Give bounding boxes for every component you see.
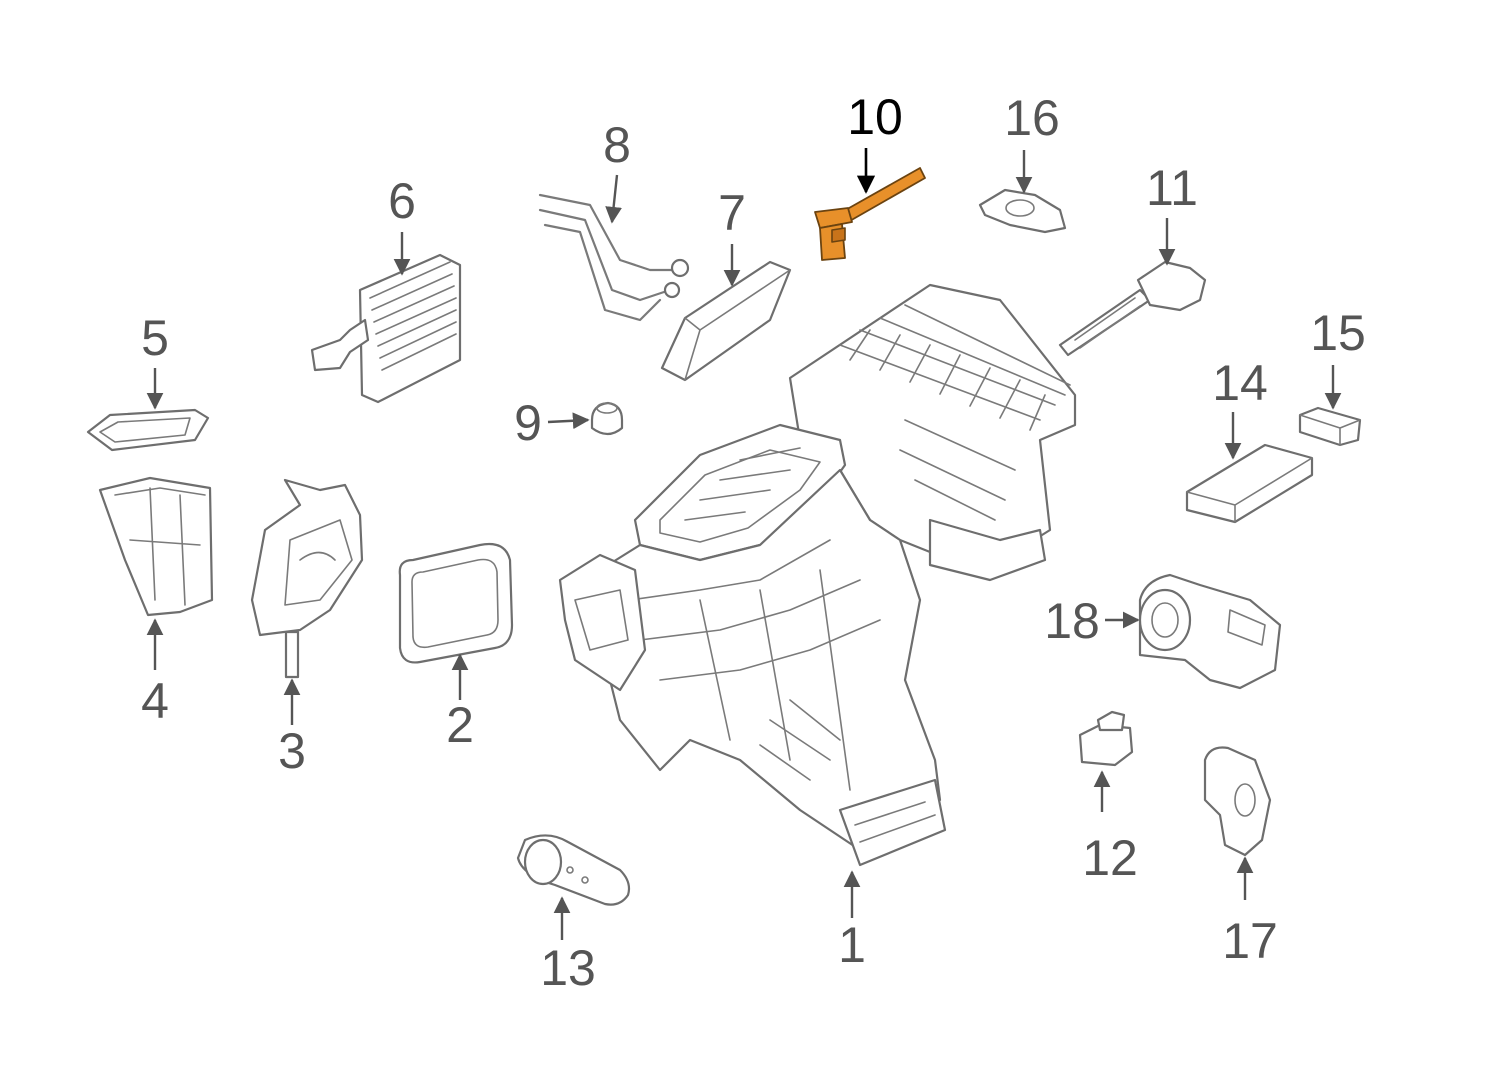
callout-6: 6 <box>388 173 416 229</box>
callout-4: 4 <box>141 673 169 729</box>
part-12-connector[interactable] <box>1078 710 1134 767</box>
part-5-filter-tray[interactable] <box>86 408 210 452</box>
part-11-sensor[interactable] <box>1058 260 1207 357</box>
leader-9 <box>547 412 590 430</box>
callout-5: 5 <box>141 310 169 366</box>
callout-10: 10 <box>847 89 903 145</box>
callout-15: 15 <box>1310 305 1366 361</box>
part-10-highlighted-actuator[interactable] <box>814 167 926 261</box>
part-3-housing[interactable] <box>250 478 364 679</box>
part-1-hvac-housing[interactable] <box>558 283 1077 867</box>
part-4-duct[interactable] <box>98 476 214 617</box>
part-18-blower-housing[interactable] <box>1138 573 1282 690</box>
callout-1: 1 <box>838 917 866 973</box>
callout-17: 17 <box>1222 913 1278 969</box>
callout-16: 16 <box>1004 90 1060 146</box>
part-2-gasket[interactable] <box>398 542 514 664</box>
callout-2: 2 <box>446 697 474 753</box>
part-14-air-filter[interactable] <box>1185 443 1314 524</box>
callout-13: 13 <box>540 940 596 996</box>
callout-11: 11 <box>1146 160 1198 216</box>
callout-14: 14 <box>1212 355 1268 411</box>
callout-18: 18 <box>1044 593 1100 649</box>
callout-8: 8 <box>603 117 631 173</box>
callout-7: 7 <box>718 185 746 241</box>
part-9-grommet[interactable] <box>590 401 624 436</box>
callout-9: 9 <box>514 395 542 451</box>
part-6-evaporator[interactable] <box>310 253 462 404</box>
part-7-cabin-filter[interactable] <box>660 260 792 382</box>
leader-8 <box>605 174 622 224</box>
part-16-motor-mount[interactable] <box>978 188 1067 234</box>
part-8-tubes[interactable] <box>538 193 690 322</box>
part-17-bracket[interactable] <box>1203 746 1272 857</box>
part-15-filter-element[interactable] <box>1298 406 1362 447</box>
callout-3: 3 <box>278 723 306 779</box>
callout-12: 12 <box>1082 830 1138 886</box>
part-13-valve[interactable] <box>516 834 631 906</box>
